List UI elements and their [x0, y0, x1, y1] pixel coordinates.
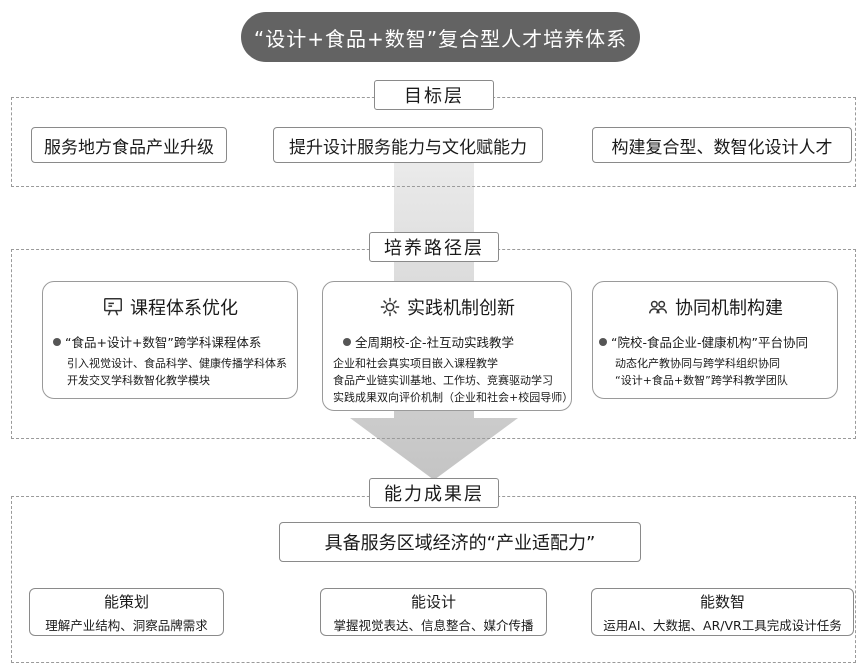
goal-item: 提升设计服务能力与文化赋能力: [273, 127, 543, 163]
result-layer-label: 能力成果层: [369, 478, 499, 508]
bullet-dot: [53, 337, 61, 346]
result-item-plan: 能策划 理解产业结构、洞察品牌需求: [29, 588, 224, 636]
card-line: 实践成果双向评价机制（企业和社会+校园导师）: [333, 391, 574, 404]
path-card-practice: 实践机制创新 全周期校-企-社互动实践教学 企业和社会真实项目嵌入课程教学 食品…: [322, 281, 574, 411]
path-card-curriculum: 课程体系优化 “食品+设计+数智”跨学科课程体系 引入视觉设计、食品科学、健康传…: [42, 281, 298, 399]
card-title: 课程体系优化: [130, 298, 238, 319]
practice-icon: [380, 297, 400, 317]
path-layer-label: 培养路径层: [369, 232, 499, 262]
result-item-name: 能设计: [410, 592, 456, 611]
card-title: 实践机制创新: [407, 298, 515, 319]
card-line: 企业和社会真实项目嵌入课程教学: [333, 357, 498, 370]
card-title: 协同机制构建: [675, 298, 783, 319]
result-headline: 具备服务区域经济的“产业适配力”: [279, 522, 641, 562]
card-line: 引入视觉设计、食品科学、健康传播学科体系: [67, 357, 287, 370]
card-line: 食品产业链实训基地、工作坊、竞赛驱动学习: [333, 374, 553, 387]
result-item-desc: 掌握视觉表达、信息整合、媒介传播: [333, 617, 534, 633]
result-item-name: 能数智: [699, 592, 745, 611]
goal-layer-label: 目标层: [374, 80, 494, 110]
result-item-name: 能策划: [103, 592, 149, 611]
result-item-digital: 能数智 运用AI、大数据、AR/VR工具完成设计任务: [591, 588, 854, 636]
bullet-dot: [343, 337, 351, 346]
card-bullet: “食品+设计+数智”跨学科课程体系: [65, 335, 262, 350]
card-line: 动态化产教协同与跨学科组织协同: [615, 357, 780, 370]
collaboration-icon: [649, 300, 667, 314]
curriculum-icon: [104, 298, 122, 316]
card-bullet: 全周期校-企-社互动实践教学: [355, 335, 515, 350]
result-item-design: 能设计 掌握视觉表达、信息整合、媒介传播: [320, 588, 547, 636]
result-item-desc: 理解产业结构、洞察品牌需求: [45, 617, 208, 633]
result-item-desc: 运用AI、大数据、AR/VR工具完成设计任务: [603, 617, 842, 633]
card-bullet: “院校-食品企业-健康机构”平台协同: [611, 335, 808, 350]
goal-item: 服务地方食品产业升级: [31, 127, 227, 163]
goal-item: 构建复合型、数智化设计人才: [592, 127, 852, 163]
bullet-dot: [599, 337, 607, 346]
card-line: “设计+食品+数智”跨学科教学团队: [615, 374, 788, 387]
page-title: “设计+食品+数智”复合型人才培养体系: [241, 12, 640, 62]
card-line: 开发交叉学科数智化教学模块: [67, 374, 210, 387]
path-card-collaboration: 协同机制构建 “院校-食品企业-健康机构”平台协同 动态化产教协同与跨学科组织协…: [592, 281, 838, 399]
